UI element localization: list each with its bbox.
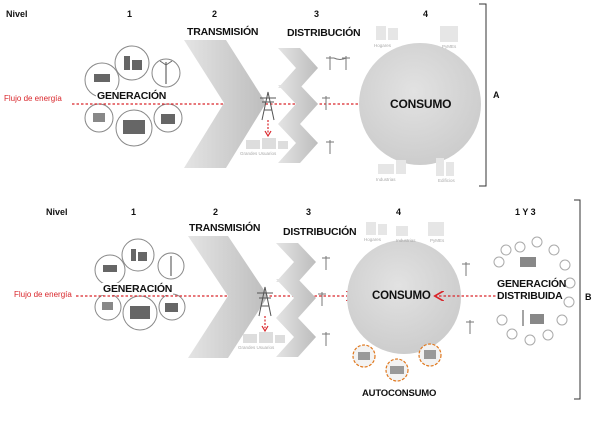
generation-wind-icon: [151, 58, 181, 88]
nivel-4-a: 4: [423, 9, 429, 19]
autoconsumo-icons: [352, 343, 442, 382]
consumo-circle-b: [347, 240, 461, 354]
nivel-2-b: 2: [213, 207, 219, 217]
generation-icon-glyphs-a: [93, 56, 175, 134]
nivel-1y3-b: 1 Y 3: [515, 207, 536, 217]
grandes-usuarios-b: Grandes Usuarios: [238, 345, 275, 350]
nivel-4-b: 4: [396, 207, 402, 217]
nivel-3-b: 3: [306, 207, 312, 217]
grandes-usuarios-icon-a: [246, 138, 288, 149]
generacion-distribuida-label: GENERACIÓN DISTRIBUIDA: [497, 278, 567, 302]
transmission-chevron-b: [188, 236, 268, 358]
generacion-label-a: GENERACIÓN: [96, 90, 168, 102]
transmission-tower-icon-a: [260, 91, 276, 121]
transmission-tower-icon-b: [257, 286, 273, 317]
industrias-b: Industrias: [396, 238, 416, 243]
generation-factory-icon: [114, 45, 150, 81]
transmission-chevron-a: [184, 40, 266, 168]
pymes-a: PyMEs: [442, 44, 457, 49]
industrias-a: Industrias: [376, 177, 396, 182]
flujo-label-b: Flujo de energía: [14, 290, 72, 299]
distributed-generation-ring: [493, 236, 576, 346]
generation-icon-glyphs-b: [102, 249, 178, 319]
bracket-label-a: A: [493, 90, 500, 100]
pymes-b: PyMEs: [430, 238, 445, 243]
nivel-label-a: Nivel: [6, 9, 28, 19]
consumo-label-a: CONSUMO: [390, 97, 452, 111]
grandes-usuarios-a: Grandes Usuarios: [240, 151, 277, 156]
bracket-a: [479, 3, 487, 187]
nivel-1-b: 1: [131, 207, 137, 217]
nivel-3-a: 3: [314, 9, 320, 19]
distribution-poles-b: [318, 256, 474, 346]
consumo-circle-a: [359, 43, 481, 165]
transmision-label-a: TRANSMISIÓN: [187, 26, 259, 38]
edificios-a: Edificios: [438, 178, 455, 183]
nivel-2-a: 2: [212, 9, 218, 19]
nivel-label-b: Nivel: [46, 207, 68, 217]
flujo-label-a: Flujo de energía: [4, 94, 62, 103]
generacion-distribuida-line1: GENERACIÓN: [497, 278, 567, 290]
distribution-poles-a: [322, 56, 350, 154]
distribucion-label-a: DISTRIBUCIÓN: [287, 27, 361, 39]
autoconsumo-label: AUTOCONSUMO: [362, 388, 437, 399]
grandes-usuarios-icon-b: [243, 332, 285, 343]
hogares-a: Hogares: [374, 43, 392, 48]
generation-hydro-icon: [115, 109, 153, 147]
generacion-distribuida-line2: DISTRIBUIDA: [497, 290, 563, 302]
nivel-1-a: 1: [127, 9, 133, 19]
distribucion-label-b: DISTRIBUCIÓN: [283, 226, 357, 238]
generacion-label-b: GENERACIÓN: [102, 283, 174, 295]
consumer-icons-a: [376, 26, 458, 176]
bracket-b: [574, 199, 581, 400]
consumo-label-b: CONSUMO: [372, 290, 431, 302]
bracket-label-b: B: [585, 292, 592, 302]
transmision-label-b: TRANSMISIÓN: [189, 222, 261, 234]
distributed-generation-icons: [520, 257, 544, 326]
consumer-icons-b: [366, 222, 444, 236]
hogares-b: Hogares: [364, 237, 382, 242]
distribution-chevrons-a: [278, 48, 318, 163]
distribution-chevrons-b: [276, 243, 316, 357]
